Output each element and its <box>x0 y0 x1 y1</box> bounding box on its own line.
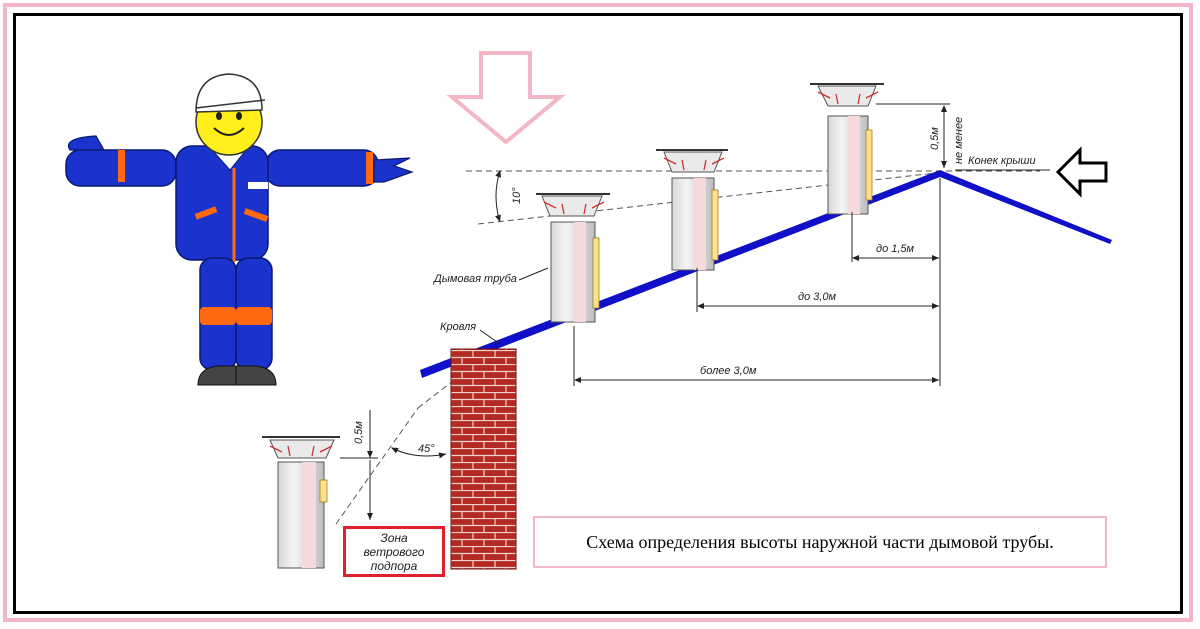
half-meter-lower-label: 0,5м <box>353 421 365 444</box>
ridge-label: Конек крыши <box>968 155 1036 167</box>
chimney-label: Дымовая труба <box>432 273 517 285</box>
angle-45-label: 45° <box>418 443 435 455</box>
angle-10-label: 10° <box>511 187 523 204</box>
inner-black-frame <box>13 13 1183 614</box>
brick-chimney <box>450 348 517 570</box>
down-arrow-icon <box>446 51 566 145</box>
roof-surface <box>420 170 1112 378</box>
worker-figure <box>65 73 414 386</box>
more-than-3-0m-label: более 3,0м <box>700 365 757 377</box>
outer-pink-frame <box>3 3 1193 622</box>
dimension-lines <box>340 103 1050 520</box>
left-arrow-icon <box>1055 146 1108 198</box>
wind-backwater-zone-box: Зона ветрового подпора <box>343 526 445 577</box>
not-less-label: не менее <box>953 117 965 164</box>
half-meter-upper-label: 0,5м <box>929 127 941 150</box>
chimney-pipes <box>262 83 884 569</box>
roofing-label: Кровля <box>440 321 476 333</box>
up-to-3-0m-label: до 3,0м <box>798 291 837 303</box>
up-to-1-5m-label: до 1,5м <box>876 243 915 255</box>
diagram-caption: Схема определения высоты наружной части … <box>533 516 1107 568</box>
